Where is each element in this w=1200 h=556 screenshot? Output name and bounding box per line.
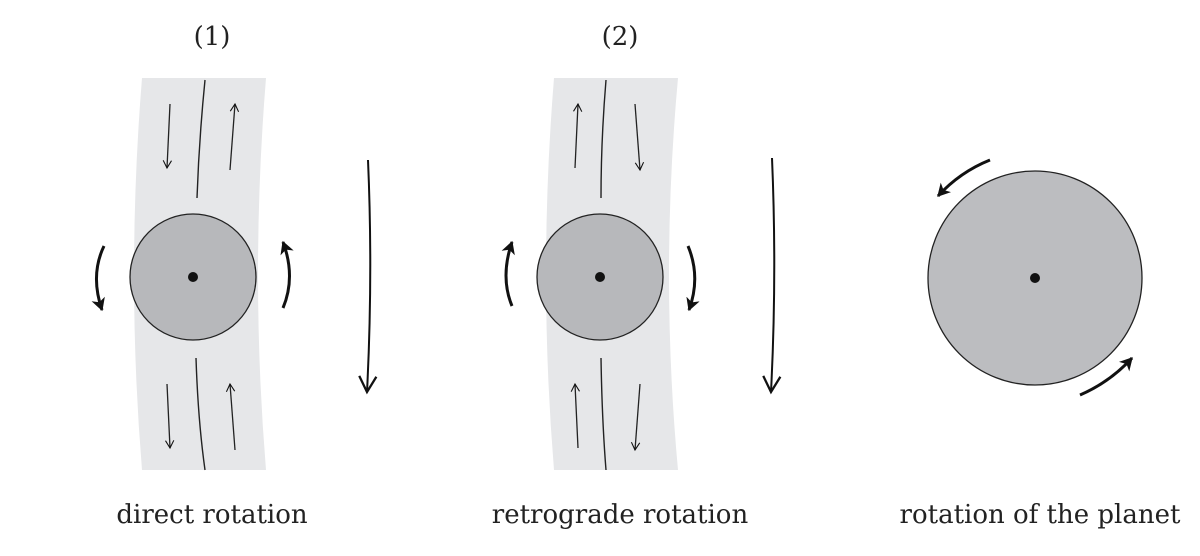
flow-arrow-down xyxy=(162,103,172,170)
spin-arrow-left xyxy=(501,240,515,307)
moon-center-dot xyxy=(595,272,605,282)
caption-planet-rotation: rotation of the planet xyxy=(899,500,1181,530)
panel-planet-rotation xyxy=(927,158,1143,397)
spin-arrow-right xyxy=(686,245,700,312)
flow-arrow-down xyxy=(634,103,645,172)
caption-direct-rotation: direct rotation xyxy=(116,500,308,530)
panel-direct-rotation xyxy=(91,78,378,471)
orbit-arrow-down xyxy=(358,159,378,395)
flow-line xyxy=(600,357,607,471)
flow-arrow-up xyxy=(573,102,583,169)
panel-number-1: (1) xyxy=(193,22,231,52)
moon-center-dot xyxy=(188,272,198,282)
spin-arrow-top xyxy=(936,158,991,198)
flow-arrow-up xyxy=(229,102,240,171)
orbit-arrow-down xyxy=(762,157,782,395)
caption-retrograde-rotation: retrograde rotation xyxy=(491,500,749,530)
panel-number-2: (2) xyxy=(601,22,639,52)
spin-arrow-left xyxy=(91,245,106,312)
spin-arrow-right xyxy=(280,240,294,309)
planet-center-dot xyxy=(1030,273,1040,283)
flow-arrow-up xyxy=(570,382,580,449)
flow-arrow-up xyxy=(225,382,236,451)
spin-arrow-bottom xyxy=(1079,356,1134,397)
flow-line xyxy=(196,79,206,199)
flow-line xyxy=(195,357,206,471)
flow-arrow-down xyxy=(165,383,175,450)
flow-line xyxy=(600,79,607,199)
panel-retrograde-rotation xyxy=(501,78,782,471)
flow-arrow-down xyxy=(630,383,641,452)
